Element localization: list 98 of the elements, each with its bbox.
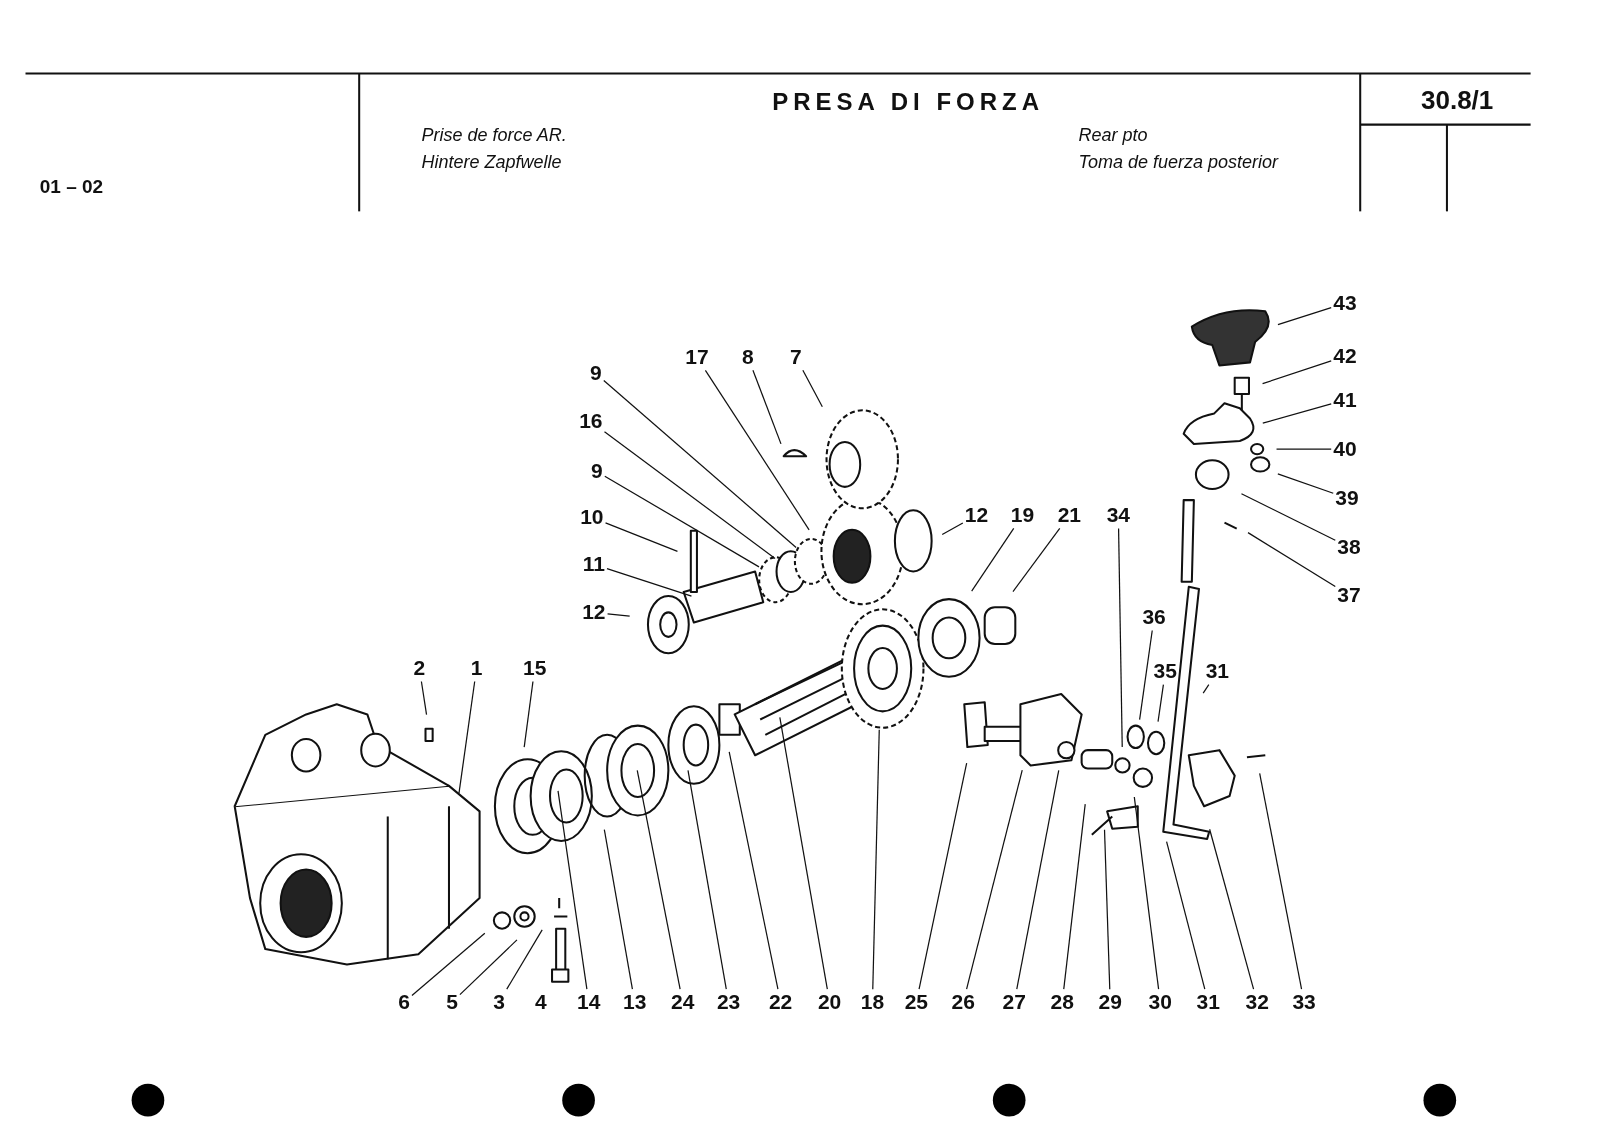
leader-line bbox=[1157, 683, 1165, 723]
leader-line bbox=[1277, 306, 1332, 326]
callout-number: 15 bbox=[522, 656, 548, 681]
callout-number: 39 bbox=[1334, 485, 1360, 510]
leader-line bbox=[704, 369, 810, 531]
section-code: 01 – 02 bbox=[39, 175, 104, 198]
leader-line bbox=[918, 762, 968, 990]
callout-number: 1 bbox=[469, 656, 484, 681]
callout-number: 2 bbox=[412, 656, 427, 681]
callout-number: 3 bbox=[492, 990, 506, 1015]
callout-number: 30 bbox=[1147, 990, 1173, 1015]
leader-line bbox=[779, 716, 828, 990]
leader-line bbox=[1166, 840, 1206, 990]
callout-number: 9 bbox=[589, 361, 603, 386]
leader-line bbox=[1262, 403, 1332, 424]
subtitle: Hintere Zapfwelle bbox=[421, 152, 562, 174]
callout-number: 13 bbox=[622, 990, 648, 1015]
leader-line bbox=[458, 680, 476, 794]
callout-number: 12 bbox=[581, 600, 607, 625]
callout-number: 5 bbox=[445, 990, 459, 1015]
leader-line bbox=[523, 680, 534, 748]
callout-number: 34 bbox=[1105, 503, 1132, 528]
callout-number: 12 bbox=[963, 503, 990, 528]
callout-number: 35 bbox=[1152, 659, 1178, 684]
leader-line bbox=[1133, 796, 1160, 990]
callout-number: 38 bbox=[1336, 534, 1362, 559]
callout-number: 40 bbox=[1332, 436, 1358, 461]
leader-line bbox=[420, 680, 428, 716]
callout-number: 7 bbox=[789, 345, 803, 370]
callout-number: 31 bbox=[1195, 990, 1221, 1015]
callout-number: 17 bbox=[684, 345, 710, 370]
leader-line bbox=[1259, 772, 1303, 990]
leader-line bbox=[965, 769, 1023, 990]
callout-number: 41 bbox=[1332, 388, 1358, 412]
callout-number: 19 bbox=[1009, 503, 1036, 528]
leader-line bbox=[971, 527, 1015, 592]
leader-line bbox=[506, 929, 543, 990]
callout-number: 26 bbox=[950, 990, 976, 1015]
callout-number: 22 bbox=[767, 990, 794, 1015]
callout-number: 4 bbox=[534, 990, 547, 1015]
callout-number: 6 bbox=[397, 990, 411, 1015]
callout-number: 24 bbox=[669, 990, 696, 1015]
leader-line bbox=[1117, 527, 1123, 748]
leader-line bbox=[606, 613, 631, 617]
leader-line bbox=[687, 769, 727, 990]
leader-line bbox=[1261, 360, 1332, 385]
leader-line bbox=[1209, 828, 1255, 990]
callout-number: 9 bbox=[590, 459, 604, 484]
leader-line bbox=[604, 475, 760, 568]
leader-line bbox=[411, 932, 486, 997]
title: PRESA DI FORZA bbox=[772, 88, 1045, 117]
leader-line bbox=[1240, 493, 1336, 541]
leader-line bbox=[1139, 629, 1153, 721]
callout-number: 20 bbox=[816, 990, 843, 1015]
leader-line bbox=[603, 431, 776, 560]
callout-number: 28 bbox=[1049, 990, 1075, 1015]
leader-line bbox=[1012, 527, 1061, 593]
leader-line bbox=[636, 769, 681, 990]
callout-number: 42 bbox=[1332, 344, 1358, 369]
leader-line bbox=[459, 939, 518, 996]
callout-number: 27 bbox=[1001, 990, 1027, 1015]
leader-line bbox=[1063, 803, 1086, 990]
callout-number: 16 bbox=[578, 409, 604, 434]
callout-number: 31 bbox=[1204, 659, 1230, 684]
callout-number: 21 bbox=[1056, 503, 1083, 528]
leader-line bbox=[802, 369, 823, 408]
callout-number: 18 bbox=[859, 990, 886, 1015]
callout-number: 10 bbox=[579, 505, 605, 530]
leader-line bbox=[603, 828, 633, 990]
leader-line bbox=[604, 522, 679, 552]
callout-number: 43 bbox=[1332, 291, 1358, 316]
leader-line bbox=[603, 379, 797, 549]
subtitle: Rear pto bbox=[1078, 124, 1148, 146]
leader-line bbox=[557, 790, 588, 990]
leader-line bbox=[1016, 769, 1060, 990]
leader-line bbox=[752, 369, 782, 445]
callout-number: 23 bbox=[715, 990, 742, 1015]
subtitle: Toma de fuerza posterior bbox=[1078, 152, 1278, 174]
callout-number: 8 bbox=[741, 345, 755, 370]
callout-number: 11 bbox=[581, 552, 606, 577]
leader-line bbox=[728, 751, 779, 990]
leader-line bbox=[941, 522, 964, 536]
callout-number: 29 bbox=[1097, 990, 1123, 1015]
leader-line bbox=[1202, 683, 1210, 694]
subtitle: Prise de force AR. bbox=[421, 124, 567, 146]
leader-line bbox=[872, 729, 880, 990]
leader-line bbox=[1247, 532, 1336, 588]
page-number: 30.8/1 bbox=[1421, 84, 1494, 116]
callout-number: 36 bbox=[1141, 605, 1167, 630]
leader-line bbox=[1277, 473, 1334, 494]
callout-number: 37 bbox=[1336, 582, 1362, 607]
callout-number: 14 bbox=[576, 990, 602, 1015]
callout-number: 32 bbox=[1244, 990, 1270, 1015]
leader-line bbox=[1103, 829, 1111, 990]
leader-line bbox=[1275, 448, 1332, 450]
callout-number: 33 bbox=[1291, 990, 1317, 1015]
callout-number: 25 bbox=[903, 990, 929, 1015]
leader-line bbox=[606, 568, 693, 597]
